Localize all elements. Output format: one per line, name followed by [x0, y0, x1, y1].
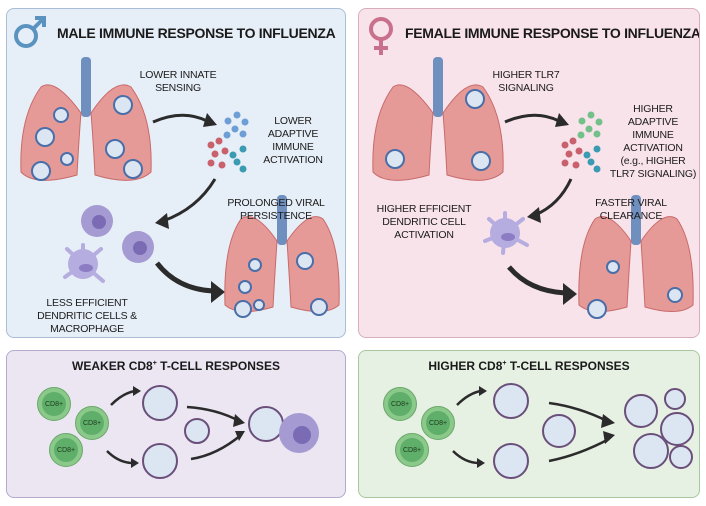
cd8-label: CD8+	[426, 411, 450, 435]
virus-particles	[31, 95, 143, 181]
cytokine-dots	[207, 111, 249, 173]
title-text: HIGHER CD8	[428, 359, 503, 373]
arrowheads	[155, 113, 225, 303]
weaker-cd8-panel: WEAKER CD8+ T-CELL RESPONSES CD8+ CD8+ C…	[6, 350, 346, 498]
title-text: WEAKER CD8	[72, 359, 153, 373]
male-symbol-icon	[14, 16, 46, 48]
higher-cd8-title: HIGHER CD8+ T-CELL RESPONSES	[359, 359, 699, 373]
female-panel-title: FEMALE IMMUNE RESPONSE TO INFLUENZA	[405, 25, 700, 41]
adaptive-line-5: (e.g., HIGHER	[620, 155, 686, 167]
weak-response-illustration	[106, 385, 319, 479]
adaptive-line-6: TLR7 SIGNALING)	[609, 168, 697, 180]
higher-efficient-dc-activation-label: HIGHER EFFICIENT DENDRITIC CELL ACTIVATI…	[376, 203, 472, 241]
cd8-label: CD8+	[388, 392, 412, 416]
virus-particles	[493, 383, 694, 479]
arrow-icon	[152, 113, 217, 294]
arrowheads	[477, 386, 615, 468]
cd8-t-cell-icon: CD8+	[37, 387, 71, 421]
higher-tlr7-signaling-label: HIGHER TLR7 SIGNALING	[492, 69, 560, 94]
female-immune-response-panel: FEMALE IMMUNE RESPONSE TO INFLUENZA HIGH…	[358, 8, 700, 338]
faster-viral-clearance-label: FASTER VIRAL CLEARANCE	[595, 197, 667, 222]
male-panel-title: MALE IMMUNE RESPONSE TO INFLUENZA	[57, 25, 336, 41]
macrophage-icon	[81, 205, 154, 263]
male-panel-illustration	[14, 16, 340, 318]
virus-particles	[587, 260, 683, 319]
clearing-lungs-icon	[578, 195, 694, 312]
cytokine-dots	[561, 111, 603, 173]
cd8-t-cell-icon: CD8+	[49, 433, 83, 467]
macrophage-icon	[279, 413, 319, 453]
title-superscript: +	[152, 360, 157, 367]
less-efficient-dc-macrophage-label: LESS EFFICIENT DENDRITIC CELLS & MACROPH…	[37, 297, 137, 337]
title-superscript: +	[502, 360, 507, 367]
male-immune-response-panel: MALE IMMUNE RESPONSE TO INFLUENZA LOWER …	[6, 8, 346, 338]
cd8-label: CD8+	[80, 411, 104, 435]
weaker-cd8-title: WEAKER CD8+ T-CELL RESPONSES	[7, 359, 345, 373]
cd8-t-cell-icon: CD8+	[383, 387, 417, 421]
adaptive-line-4: ACTIVATION	[623, 142, 683, 154]
adaptive-line-3: IMMUNE	[632, 129, 674, 141]
cd8-label: CD8+	[54, 438, 78, 462]
cd8-label: CD8+	[400, 438, 424, 462]
dendritic-cell-icon	[63, 243, 105, 283]
virus-particles	[385, 89, 491, 171]
arrowheads	[131, 386, 245, 468]
prolonged-viral-persistence-label: PROLONGED VIRAL PERSISTENCE	[227, 197, 325, 222]
lower-innate-sensing-label: LOWER INNATE SENSING	[139, 69, 217, 94]
arrowheads	[527, 113, 577, 305]
dendritic-cell-icon	[483, 211, 529, 255]
adaptive-line-2: ADAPTIVE	[627, 116, 679, 128]
cd8-t-cell-icon: CD8+	[75, 406, 109, 440]
lower-adaptive-activation-label: LOWER ADAPTIVE IMMUNE ACTIVATION	[263, 115, 323, 166]
high-response-illustration	[452, 383, 694, 479]
cd8-label: CD8+	[42, 392, 66, 416]
title-text-post: T-CELL RESPONSES	[156, 359, 280, 373]
female-panel-illustration	[369, 17, 694, 319]
female-symbol-icon	[369, 17, 393, 55]
adaptive-line-1: HIGHER	[633, 103, 673, 115]
arrow-icon	[452, 389, 610, 465]
virus-particles	[234, 252, 328, 318]
virus-particles	[142, 385, 284, 479]
cd8-t-cell-icon: CD8+	[421, 406, 455, 440]
higher-cd8-panel: HIGHER CD8+ T-CELL RESPONSES CD8+ CD8+ C…	[358, 350, 700, 498]
arrow-icon	[504, 113, 573, 296]
higher-adaptive-activation-label: HIGHER ADAPTIVE IMMUNE ACTIVATION (e.g.,…	[607, 103, 699, 181]
title-text-post: T-CELL RESPONSES	[506, 359, 630, 373]
cd8-t-cell-icon: CD8+	[395, 433, 429, 467]
